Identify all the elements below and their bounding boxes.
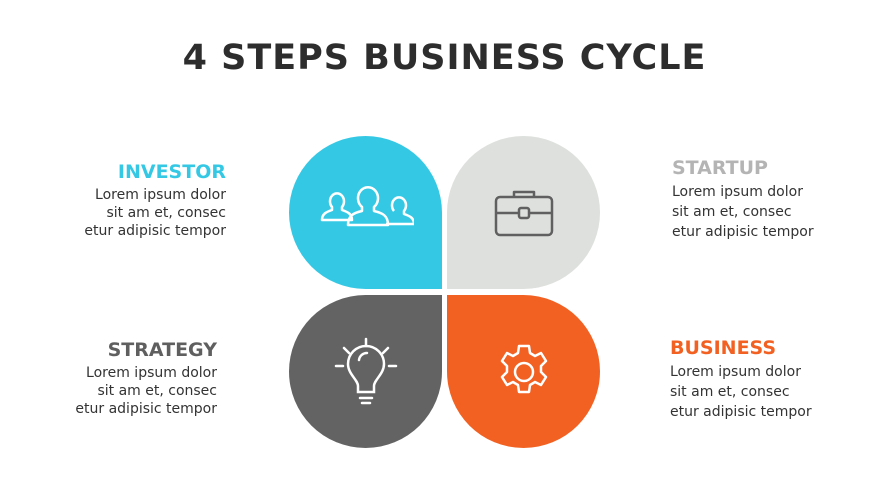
page-title: 4 STEPS BUSINESS CYCLE [182,38,707,78]
investor-block: INVESTOR Lorem ipsum dolor sit am et, con… [0,161,226,240]
business-petal [447,295,600,448]
startup-block: STARTUP Lorem ipsum dolor sit am et, cons… [672,157,889,242]
investor-line: Lorem ipsum dolor [95,187,226,203]
strategy-line: etur adipisic tempor [75,401,217,417]
people-icon [320,185,414,226]
strategy-petal [289,295,442,448]
gear-icon [500,344,547,393]
briefcase-icon [494,190,553,236]
strategy-heading: STRATEGY [107,339,217,361]
startup-line: Lorem ipsum dolor [672,184,803,200]
startup-petal [447,136,600,289]
lightbulb-icon [334,337,397,404]
business-line: sit am et, consec [670,384,790,400]
investor-line: etur adipisic tempor [84,223,226,239]
business-block: BUSINESS Lorem ipsum dolor sit am et, con… [670,337,889,422]
strategy-line: sit am et, consec [97,383,217,399]
strategy-block: STRATEGY Lorem ipsum dolor sit am et, con… [0,339,217,418]
strategy-line: Lorem ipsum dolor [86,365,217,381]
business-line: Lorem ipsum dolor [670,364,801,380]
investor-line: sit am et, consec [106,205,226,221]
startup-line: sit am et, consec [672,204,792,220]
startup-line: etur adipisic tempor [672,224,814,240]
business-line: etur adipisic tempor [670,404,812,420]
investor-heading: INVESTOR [117,161,226,183]
investor-petal [289,136,442,289]
startup-heading: STARTUP [672,157,768,179]
business-heading: BUSINESS [670,337,777,359]
